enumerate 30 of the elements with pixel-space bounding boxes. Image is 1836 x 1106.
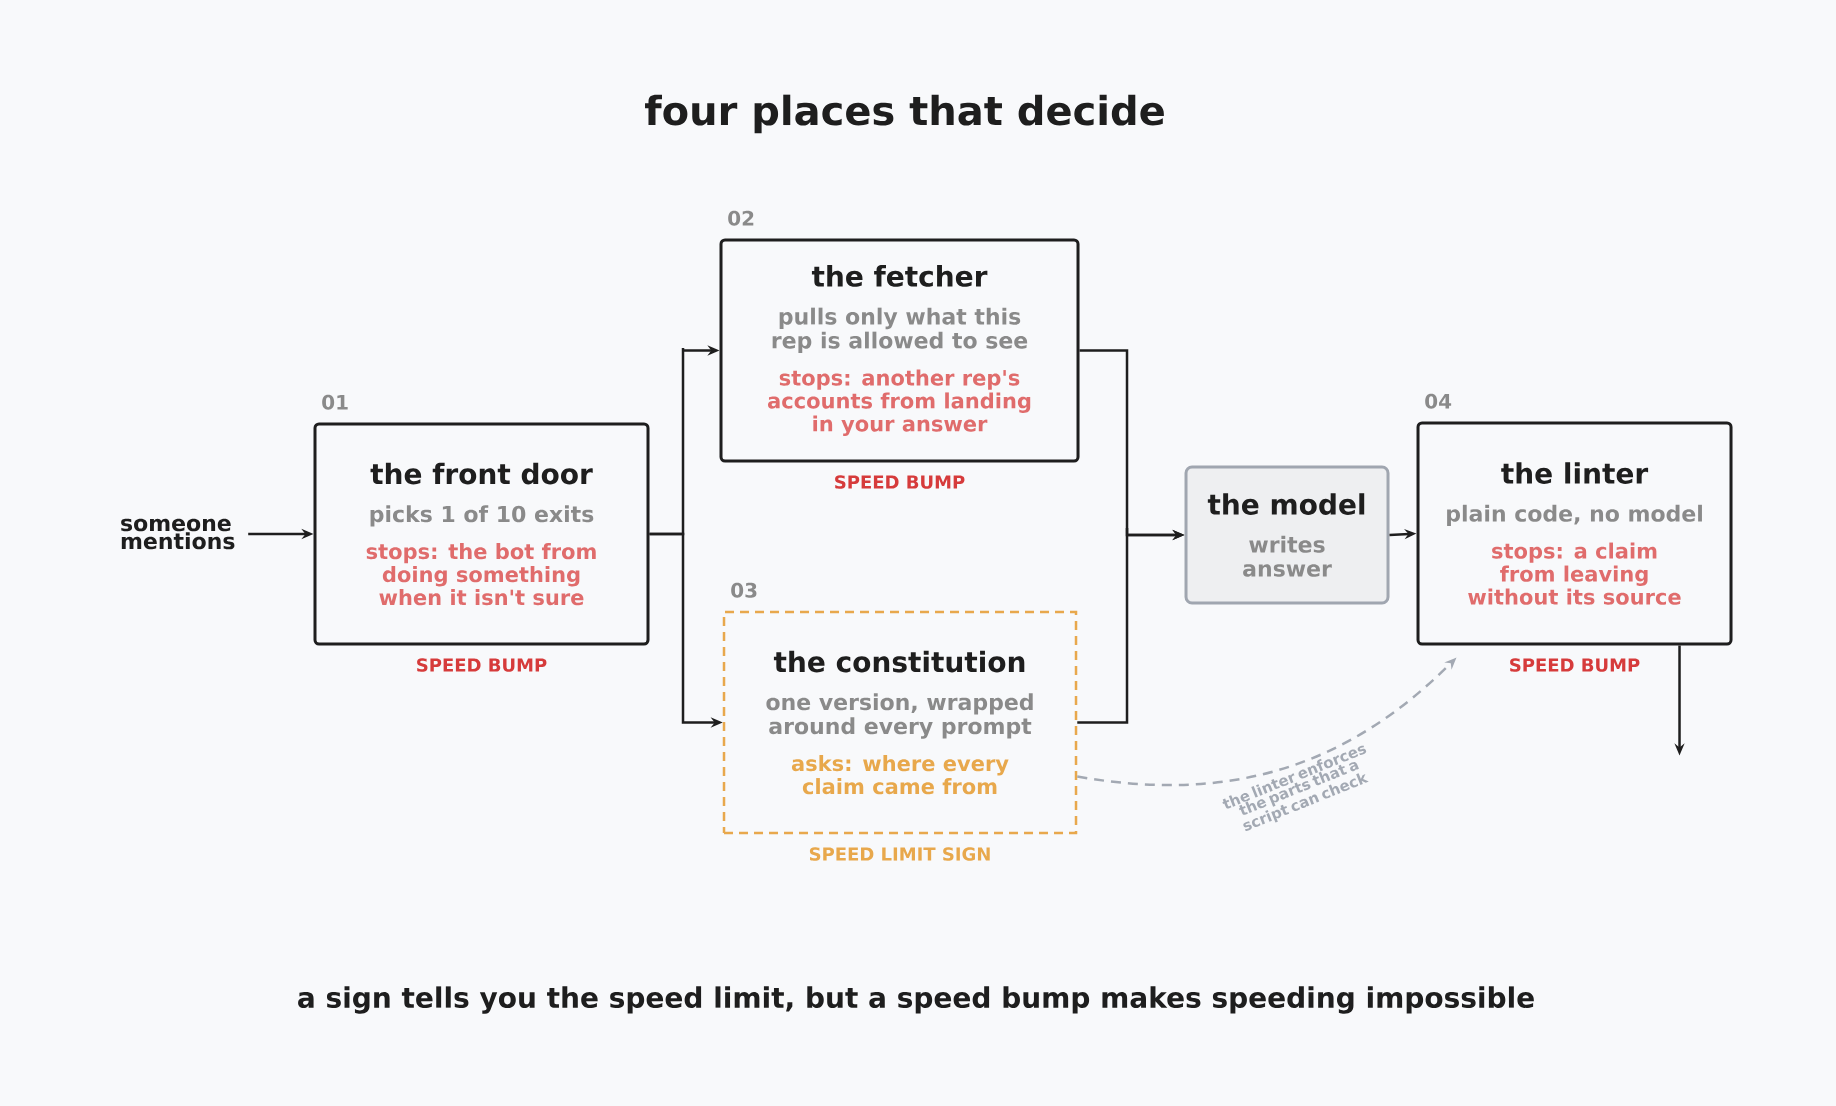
node-note: stops: a claim from leaving without its source	[1468, 542, 1681, 605]
node-title: the constitution	[773, 650, 1025, 673]
node-description: writes answer	[1243, 535, 1332, 577]
process-box	[1184, 465, 1390, 605]
step-number: 04	[1425, 393, 1452, 409]
caption: a sign tells you the speed limit, but a speed bump makes speeding impossible	[298, 986, 1534, 1014]
step-number: 03	[731, 582, 757, 598]
node-title: the front door	[370, 462, 593, 485]
dashed-box	[722, 610, 1078, 835]
process-box	[719, 238, 1080, 463]
process-box	[313, 422, 650, 646]
node-description: pulls only what this rep is allowed to see	[772, 307, 1028, 353]
node-title: the model	[1207, 493, 1365, 515]
tag-label: SPEED BUMP	[835, 475, 965, 489]
tag-label: SPEED BUMP	[417, 658, 547, 672]
node-note: asks: where every claim came from	[791, 755, 1009, 795]
node-description: one version, wrapped around every prompt	[766, 693, 1033, 739]
step-number: 01	[322, 394, 348, 410]
title: four places that decide	[645, 94, 1164, 134]
node-title: the linter	[1501, 462, 1649, 484]
node-note: stops: the bot from doing something when it isn't sure	[366, 543, 596, 606]
node-title: the fetcher	[811, 265, 988, 287]
node-description: plain code, no model	[1447, 504, 1702, 527]
node-note: stops: another rep's accounts from landing in your answer	[768, 369, 1031, 436]
node-description: picks 1 of 10 exits	[370, 505, 594, 527]
tag-label: SPEED LIMIT SIGN	[809, 847, 990, 861]
process-box	[1416, 421, 1733, 646]
step-number: 02	[728, 210, 754, 226]
tag-label: SPEED BUMP	[1510, 658, 1640, 672]
label-text: someone mentions	[121, 518, 235, 550]
